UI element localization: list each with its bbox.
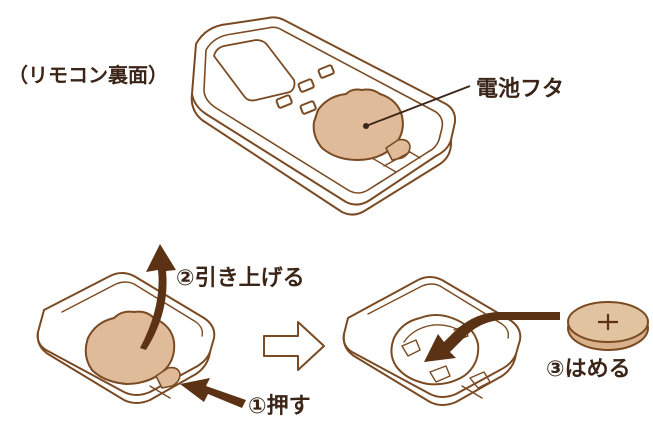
left-latch-slot [149, 379, 187, 399]
next-step-arrow-icon [263, 321, 325, 371]
step-lift-label: ②引き上げる [176, 266, 305, 291]
remote-side-partial-left [36, 331, 211, 404]
remote-button-1 [317, 64, 335, 79]
remote-latch-slot [371, 151, 421, 173]
compartment-rim [403, 324, 463, 343]
remote-back-illustration [190, 16, 457, 216]
lift-arrow [140, 244, 176, 350]
remote-bottom-left-illustration [36, 272, 216, 404]
remote-side-partial-right [342, 333, 517, 406]
remote-bottom-right-illustration [342, 276, 522, 406]
remote-button-2 [297, 78, 315, 93]
remote-bevel-partial-right [367, 283, 510, 339]
remote-screen [213, 39, 296, 102]
remote-bevel-partial-left [61, 281, 204, 337]
right-latch-slot [461, 371, 491, 399]
push-arrow [180, 378, 246, 408]
remote-back-label: （リモコン裏面） [8, 63, 168, 87]
remote-bevel [203, 26, 444, 194]
step-push-label: ①押す [248, 393, 311, 419]
insert-arrow [424, 312, 560, 362]
remote-button-3 [275, 94, 293, 109]
remote-button-4 [299, 100, 317, 115]
battery-cover-leader [363, 85, 471, 129]
plus-icon [598, 314, 618, 330]
coin-battery [567, 301, 649, 351]
remote-battery-cover [312, 88, 404, 161]
battery-cover-label: 電池フタ [476, 77, 564, 102]
remote-side [190, 93, 453, 216]
left-latch [155, 366, 181, 389]
step-insert-label: ③はめる [546, 357, 631, 382]
